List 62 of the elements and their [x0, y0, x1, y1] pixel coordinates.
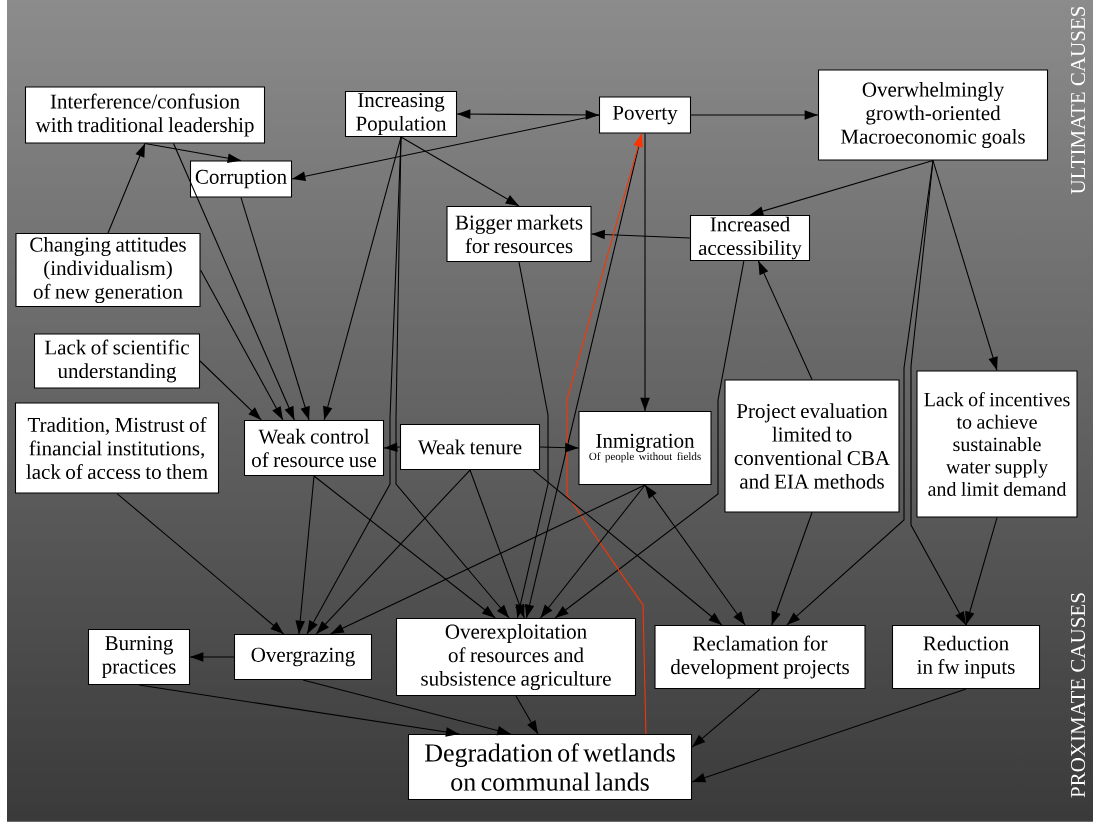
- cause-box: Interference/confusion with traditional leadership: [24, 86, 266, 144]
- arrow: [539, 442, 579, 453]
- arrow: [965, 517, 998, 626]
- arrow: [910, 160, 967, 626]
- cause-box: Changing attitudes (individualism) of new generation: [15, 232, 201, 308]
- cause-box: Burning practices: [87, 628, 191, 686]
- cause-box: Overexploitation of resources and subsistence agriculture: [395, 617, 637, 697]
- arrow: [107, 143, 146, 234]
- arrow: [295, 475, 315, 635]
- arrow: [757, 260, 813, 380]
- arrow: [554, 260, 745, 619]
- arrow: [116, 493, 285, 635]
- side-label: ULTIMATE CAUSES: [1070, 6, 1086, 194]
- arrow: [173, 143, 295, 421]
- arrow: [566, 133, 647, 735]
- arrow: [515, 695, 539, 735]
- arrow: [749, 160, 934, 216]
- cause-box: Weak tenure: [399, 423, 541, 471]
- cause-box: Degradation of wetlands on communal lands: [407, 733, 693, 801]
- arrow: [138, 684, 460, 737]
- cause-box: Lack of incentives to achieve sustainable water supply and limit demand: [916, 370, 1078, 518]
- cause-box: Overgrazing: [233, 633, 373, 681]
- cause-box: Reclamation for development projects: [654, 624, 866, 690]
- arrow: [144, 143, 242, 163]
- cause-box: Reduction in fw inputs: [891, 624, 1041, 690]
- cause-box: Weak control of resource use: [243, 419, 385, 477]
- arrow: [329, 484, 646, 635]
- arrow: [200, 269, 284, 421]
- arrow: [315, 469, 471, 635]
- arrow: [515, 261, 549, 619]
- arrow: [469, 469, 525, 619]
- arrow: [539, 484, 646, 619]
- cause-box: Lack of scientific understanding: [33, 333, 201, 389]
- cause-box: Corruption: [189, 160, 293, 198]
- arrow: [199, 360, 262, 421]
- arrow: [640, 133, 650, 412]
- cause-box: Overwhelmingly growth-oriented Macroeconomic goals: [817, 69, 1049, 161]
- cause-box: Increasing Population: [344, 90, 458, 138]
- arrow: [189, 652, 235, 662]
- arrow: [456, 109, 600, 120]
- cause-box: Inmigration Of people without fields: [578, 410, 712, 486]
- arrow: [932, 160, 998, 371]
- cause-box: Project evaluation limited to conventional CBA and EIA methods: [724, 379, 900, 513]
- arrow: [690, 110, 819, 120]
- cause-box: Increased accessibility: [689, 214, 811, 262]
- arrow: [691, 688, 761, 748]
- cause-box: Bigger markets for resources: [446, 205, 592, 263]
- cause-box: Poverty: [598, 96, 692, 134]
- cause-box: Tradition, Mistrust of financial institutions, lack of access to them: [14, 402, 220, 494]
- side-label: PROXIMATE CAUSES: [1070, 593, 1086, 798]
- arrow: [644, 484, 746, 626]
- arrow: [383, 442, 401, 452]
- arrow: [591, 229, 691, 240]
- arrow: [400, 136, 520, 207]
- arrow: [691, 688, 967, 783]
- arrow: [771, 512, 813, 626]
- arrow: [302, 679, 512, 736]
- arrow: [291, 114, 600, 181]
- arrow: [395, 136, 510, 619]
- arrow: [532, 469, 723, 626]
- arrow: [240, 197, 310, 421]
- arrow: [313, 475, 496, 619]
